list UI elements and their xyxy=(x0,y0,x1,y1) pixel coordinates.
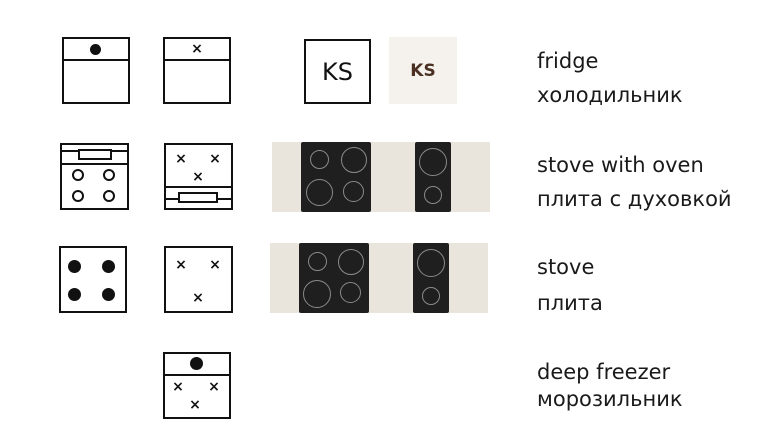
ks-logo-plain: KS xyxy=(389,37,457,104)
cooking-zone xyxy=(340,282,361,303)
cooking-zone xyxy=(424,186,442,204)
stove-oven-divider xyxy=(62,163,127,165)
burner-dot xyxy=(102,288,115,301)
fridge-divider xyxy=(64,59,128,61)
label-stove-oven-en: stove with oven xyxy=(537,153,704,177)
cooking-zone xyxy=(419,148,447,176)
burner-ring xyxy=(103,190,115,202)
burner-dot xyxy=(68,260,81,273)
cross-mark: × xyxy=(172,379,184,395)
label-stove-en: stove xyxy=(537,255,595,279)
cross-mark: × xyxy=(189,397,201,413)
cross-mark: × xyxy=(175,257,187,273)
cross-mark: × xyxy=(208,379,220,395)
cooking-zone xyxy=(310,150,329,169)
burner-dot xyxy=(102,260,115,273)
label-freezer-ru: морозильник xyxy=(537,387,683,411)
hob-two-zone xyxy=(413,243,449,313)
cooking-zone xyxy=(338,249,364,275)
hob-four-zone xyxy=(299,243,369,313)
burner-ring xyxy=(72,190,84,202)
label-stove-oven-ru: плита с духовкой xyxy=(537,187,732,211)
cross-mark: × xyxy=(175,151,187,167)
cross-mark: × xyxy=(191,41,203,57)
fridge-dot xyxy=(90,44,101,55)
burner-ring xyxy=(103,169,115,181)
cross-mark: × xyxy=(209,257,221,273)
cooking-zone xyxy=(417,249,445,277)
label-stove-ru: плита xyxy=(537,291,603,315)
oven-handle xyxy=(78,149,112,160)
freezer-symbol: × × × xyxy=(163,352,231,419)
burner-ring xyxy=(72,169,84,181)
cooking-zone xyxy=(308,252,327,271)
stove-oven-divider xyxy=(166,186,231,188)
cooking-zone xyxy=(343,181,364,202)
burner-dot xyxy=(68,288,81,301)
stove-symbol-dots xyxy=(59,246,127,313)
cross-mark: × xyxy=(192,290,204,306)
label-fridge-ru: холодильник xyxy=(537,83,683,107)
label-freezer-en: deep freezer xyxy=(537,360,671,384)
fridge-symbol-cross: × xyxy=(163,37,231,104)
cooking-zone xyxy=(422,287,440,305)
oven-handle xyxy=(178,192,218,203)
cooking-zone xyxy=(303,280,331,308)
cross-mark: × xyxy=(192,169,204,185)
stove-symbol-crosses: × × × xyxy=(164,246,233,313)
ks-logo-bordered: KS xyxy=(304,39,371,104)
freezer-dot xyxy=(190,357,203,370)
cooking-zone xyxy=(341,147,367,173)
stove-oven-symbol-rings xyxy=(60,143,129,210)
hob-two-zone xyxy=(415,142,451,212)
cross-mark: × xyxy=(209,151,221,167)
label-fridge-en: fridge xyxy=(537,49,599,73)
fridge-symbol-dot xyxy=(62,37,130,104)
freezer-divider xyxy=(165,374,229,376)
hob-four-zone xyxy=(301,142,371,212)
stove-oven-symbol-crosses: × × × xyxy=(164,143,233,210)
fridge-divider xyxy=(165,59,229,61)
cooking-zone xyxy=(306,179,333,206)
